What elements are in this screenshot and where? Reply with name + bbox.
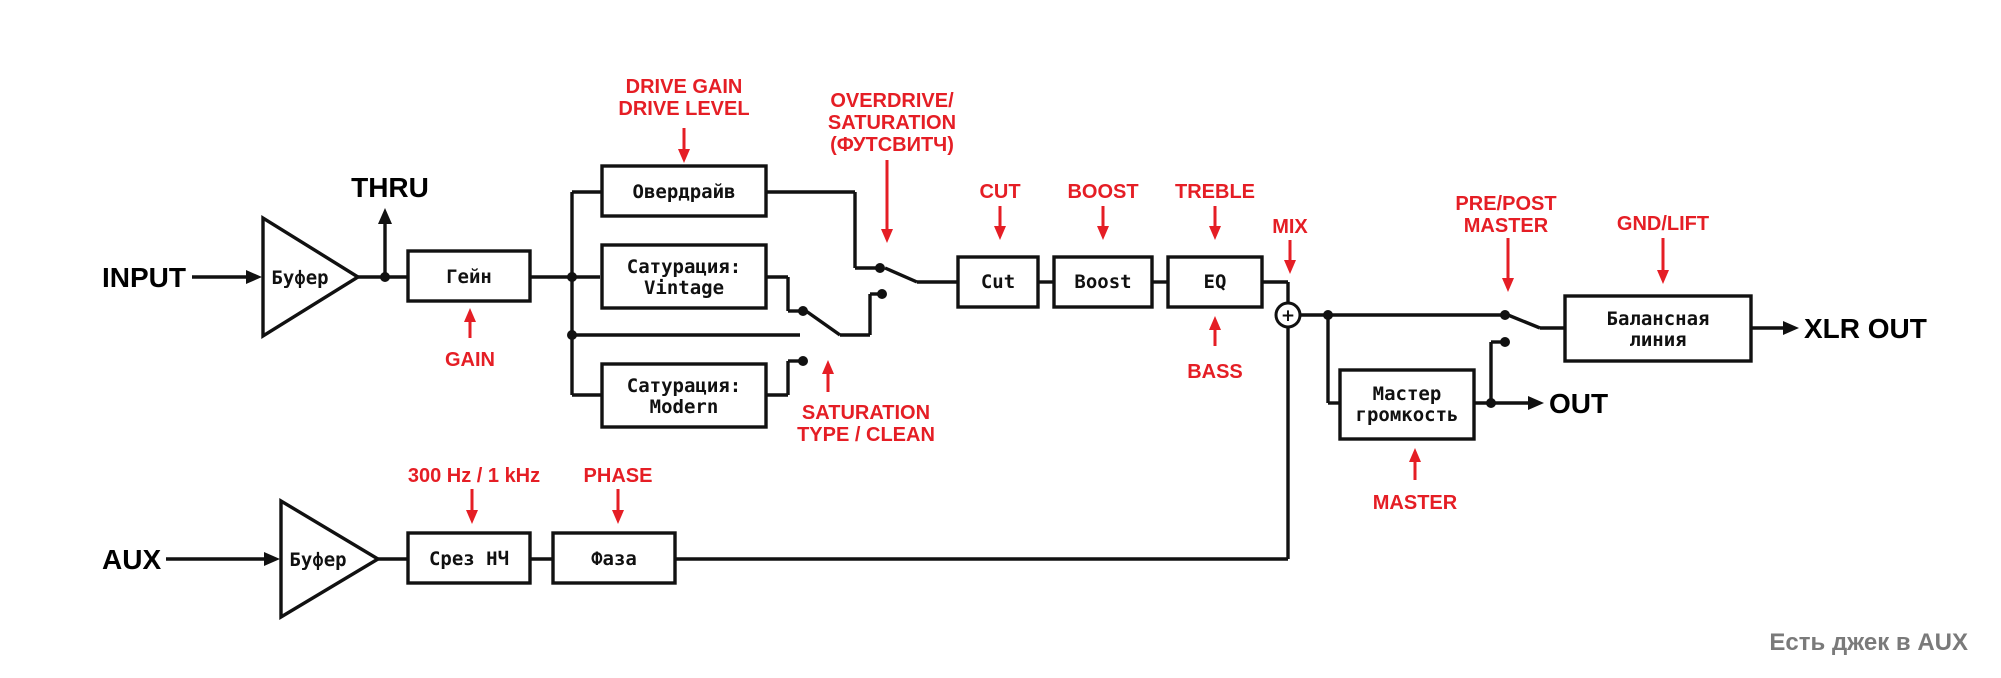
phase-control-label: PHASE xyxy=(584,465,653,487)
thru-label: THRU xyxy=(351,172,429,203)
control-arrows xyxy=(464,128,1669,524)
eq-label: EQ xyxy=(1204,271,1227,293)
sat-modern-line1: Сатурация: xyxy=(627,375,741,397)
od-sat-label-1: OVERDRIVE/ xyxy=(830,90,954,112)
drive-label-2: DRIVE LEVEL xyxy=(618,98,749,120)
prepost-label-1: PRE/POST xyxy=(1455,193,1556,215)
buffer-aux-label: Буфер xyxy=(289,549,346,571)
cut-control-label: CUT xyxy=(979,181,1020,203)
phase-label: Фаза xyxy=(591,548,637,570)
sat-vintage-line1: Сатурация: xyxy=(627,256,741,278)
boost-label: Boost xyxy=(1074,271,1131,293)
cut-label: Cut xyxy=(981,271,1015,293)
gnd-lift-label: GND/LIFT xyxy=(1617,213,1709,235)
summing-node: + xyxy=(1274,301,1302,329)
balanced-line-block: Балансная линия xyxy=(1563,294,1753,363)
lowcut-block: Срез НЧ xyxy=(406,531,532,585)
signal-wires xyxy=(166,190,1799,566)
out-label: OUT xyxy=(1549,388,1608,419)
master-control-label: MASTER xyxy=(1373,492,1458,514)
hpf-control-label: 300 Hz / 1 kHz xyxy=(408,465,540,487)
input-label: INPUT xyxy=(102,262,186,293)
summing-symbol: + xyxy=(1281,306,1295,326)
junction-dots xyxy=(380,263,1510,408)
master-volume-block: Мастер громкость xyxy=(1338,368,1476,441)
sat-modern-line2: Modern xyxy=(650,396,719,418)
drive-label-1: DRIVE GAIN xyxy=(626,76,743,98)
prepost-label-2: MASTER xyxy=(1464,215,1549,237)
lowcut-label: Срез НЧ xyxy=(429,548,509,570)
overdrive-label: Овердрайв xyxy=(633,181,736,203)
gain-block: Гейн xyxy=(406,249,532,303)
bass-control-label: BASS xyxy=(1187,361,1243,383)
overdrive-block: Овердрайв xyxy=(600,164,768,218)
gain-control-label: GAIN xyxy=(445,349,495,371)
balanced-line2: линия xyxy=(1629,329,1686,351)
buffer-main-block: Буфер xyxy=(261,214,362,340)
gain-block-label: Гейн xyxy=(446,266,492,288)
boost-block: Boost xyxy=(1052,255,1154,309)
buffer-aux-block: Буфер xyxy=(279,498,382,620)
mix-control-label: MIX xyxy=(1272,216,1308,238)
aux-label: AUX xyxy=(102,544,161,575)
sat-modern-block: Сатурация: Modern xyxy=(600,362,768,429)
treble-control-label: TREBLE xyxy=(1175,181,1255,203)
sat-type-label-2: TYPE / CLEAN xyxy=(797,424,935,446)
xlr-out-label: XLR OUT xyxy=(1804,313,1927,344)
cut-block: Cut xyxy=(956,255,1040,309)
phase-block: Фаза xyxy=(551,531,677,585)
eq-block: EQ xyxy=(1166,255,1264,309)
sat-vintage-block: Сатурация: Vintage xyxy=(600,243,768,310)
od-sat-label-3: (ФУТСВИТЧ) xyxy=(830,134,954,156)
master-volume-line2: громкость xyxy=(1356,404,1459,426)
boost-control-label: BOOST xyxy=(1067,181,1138,203)
od-sat-label-2: SATURATION xyxy=(828,112,956,134)
balanced-line1: Балансная xyxy=(1607,308,1710,330)
footnote: Есть джек в AUX xyxy=(1769,629,1968,656)
sat-vintage-line2: Vintage xyxy=(644,277,724,299)
sat-type-label-1: SATURATION xyxy=(802,402,930,424)
buffer-main-label: Буфер xyxy=(271,267,328,289)
master-volume-line1: Мастер xyxy=(1373,383,1442,405)
